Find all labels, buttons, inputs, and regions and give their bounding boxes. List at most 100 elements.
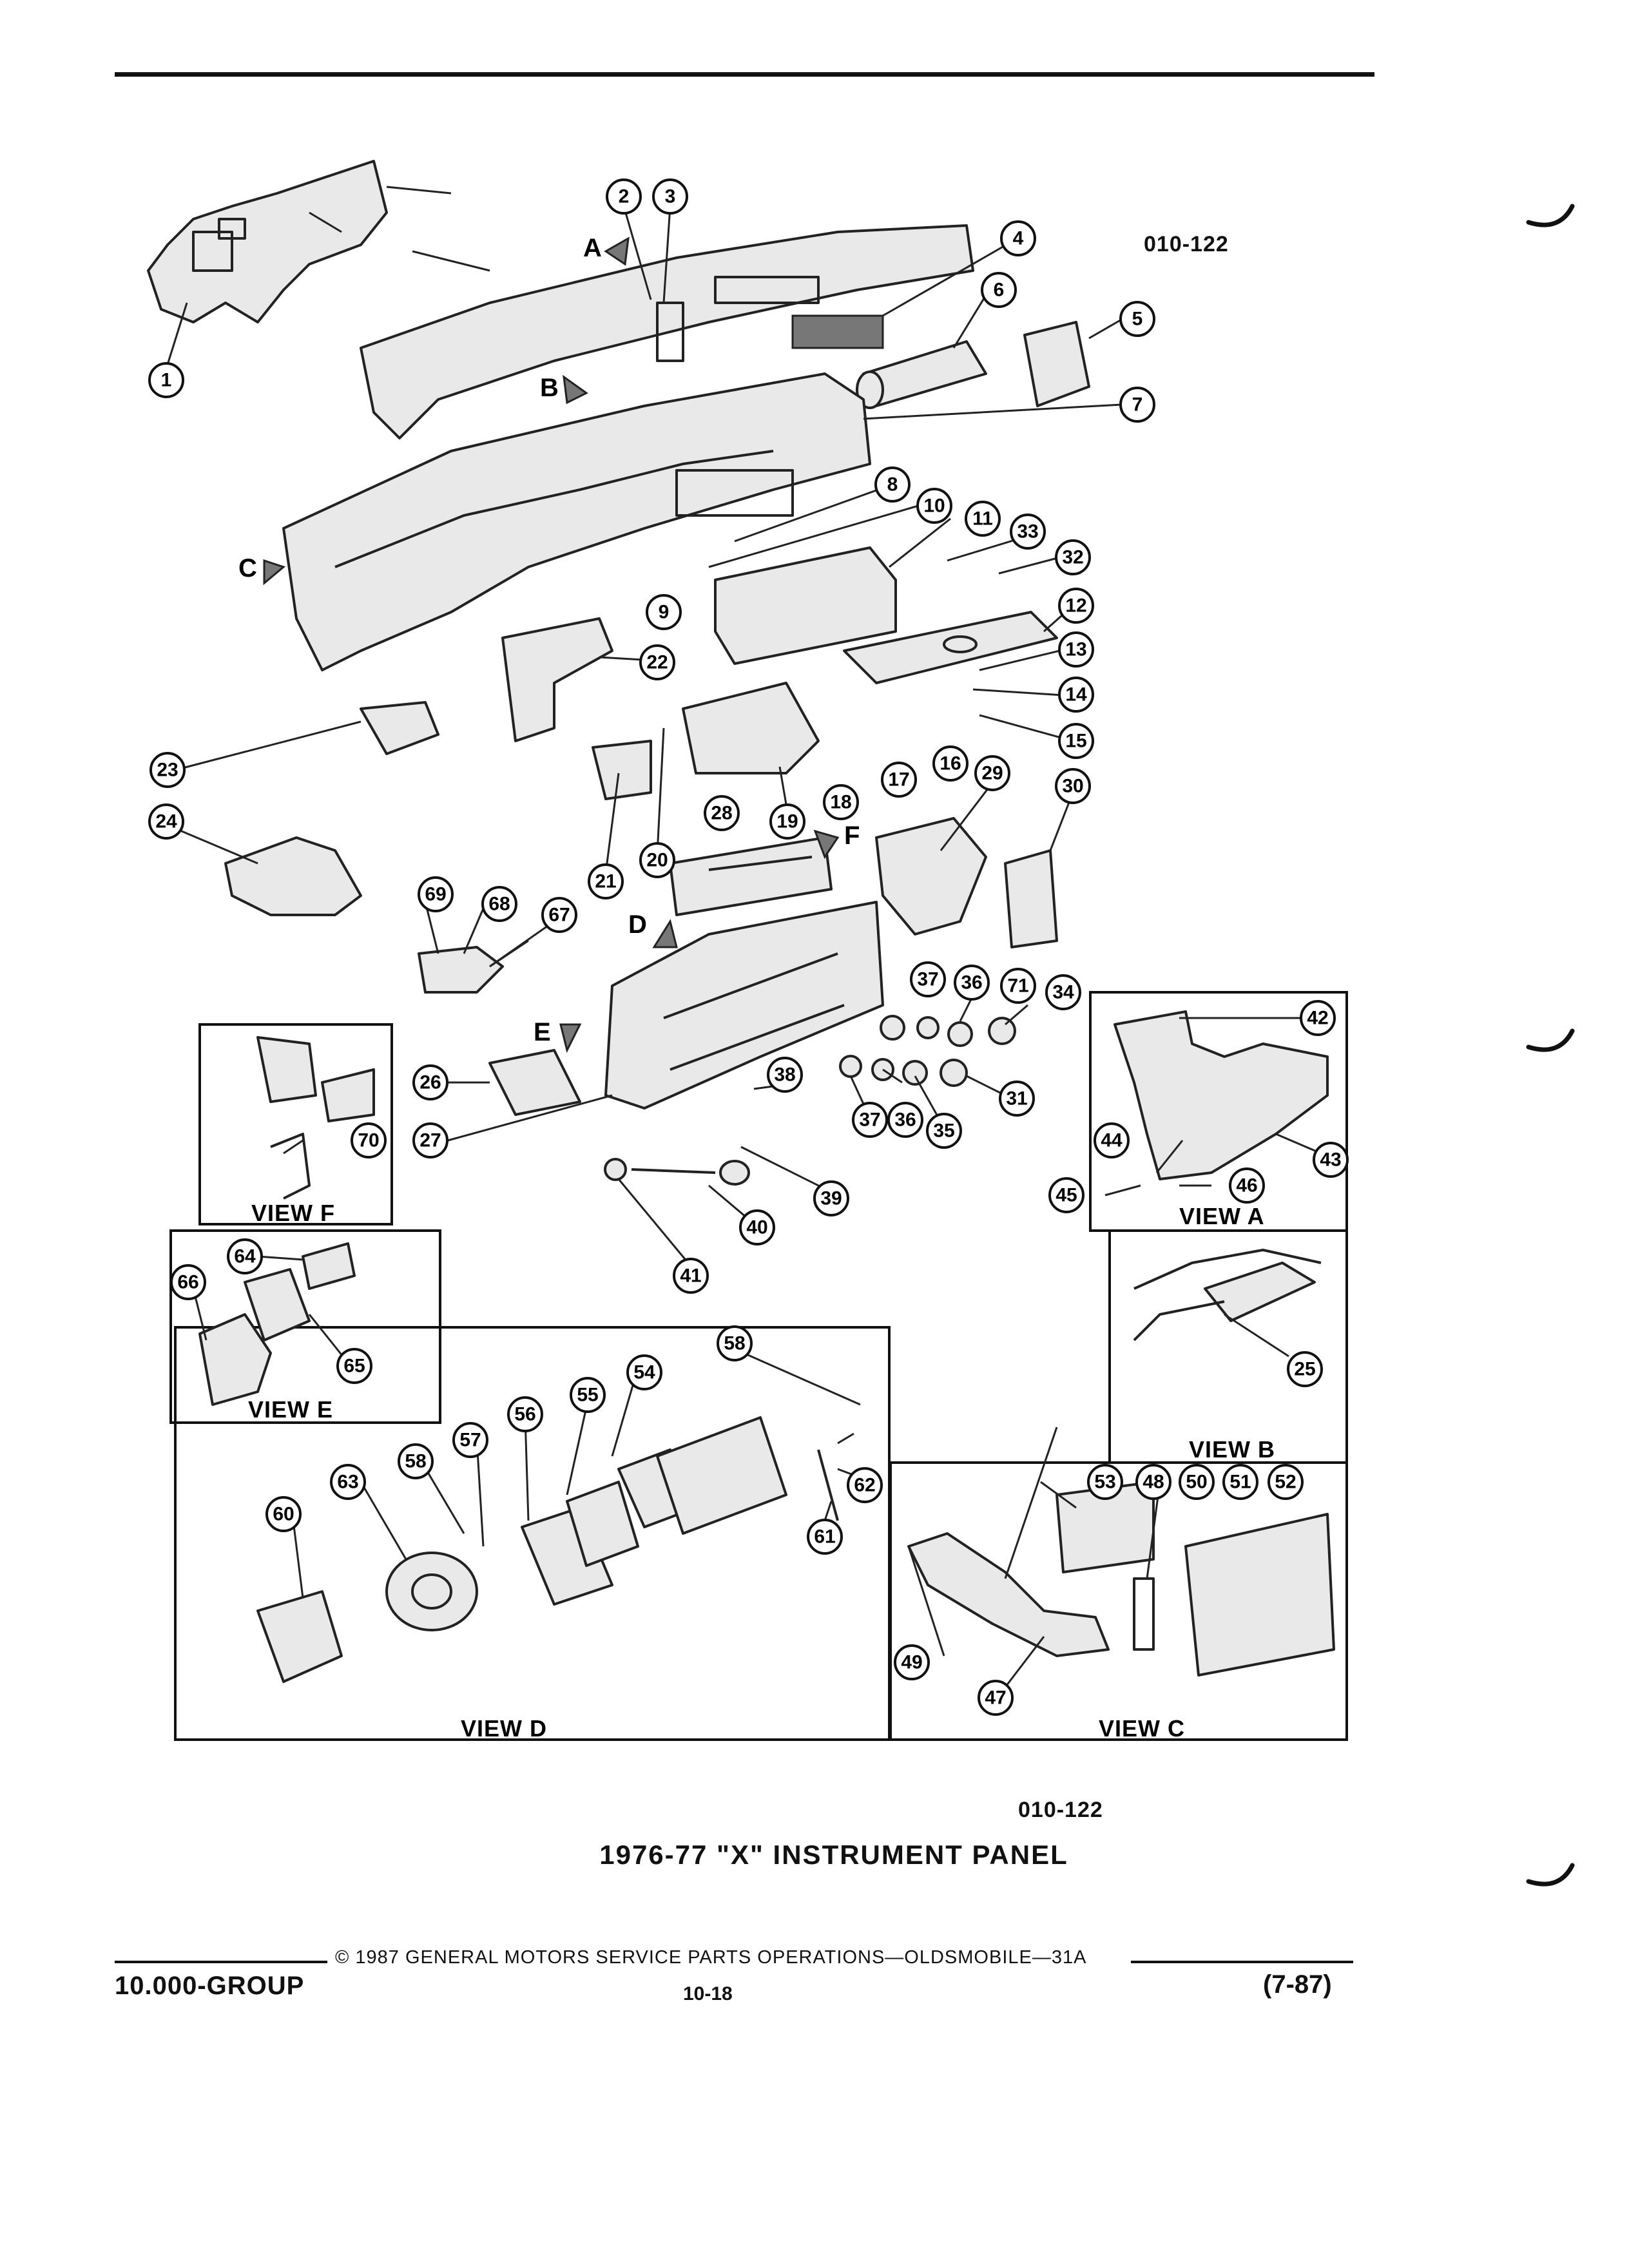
svg-text:50: 50 — [1186, 1472, 1207, 1493]
callout-18: 18 — [823, 784, 859, 820]
callout-1: 1 — [148, 362, 184, 398]
callout-46: 46 — [1229, 1168, 1265, 1204]
svg-text:22: 22 — [646, 652, 668, 673]
svg-text:67: 67 — [548, 905, 570, 926]
view-d-label: VIEW D — [461, 1715, 547, 1742]
svg-text:39: 39 — [820, 1188, 842, 1209]
svg-text:71: 71 — [1007, 975, 1028, 997]
callout-51: 51 — [1222, 1464, 1258, 1500]
svg-text:29: 29 — [981, 763, 1003, 784]
callout-44: 44 — [1094, 1122, 1130, 1158]
part-bracket — [360, 701, 439, 755]
svg-text:37: 37 — [859, 1110, 880, 1131]
footer-rule-left — [115, 1961, 327, 1963]
svg-text:45: 45 — [1055, 1185, 1077, 1206]
svg-text:23: 23 — [157, 760, 178, 781]
view-d-drawing — [256, 1416, 839, 1683]
view-b-box — [1108, 1229, 1348, 1464]
callout-49: 49 — [894, 1644, 930, 1680]
view-arrow-e: E — [534, 1018, 582, 1053]
callout-23: 23 — [149, 752, 186, 788]
callout-57: 57 — [452, 1422, 488, 1458]
svg-text:42: 42 — [1307, 1008, 1328, 1029]
svg-text:40: 40 — [746, 1217, 767, 1238]
svg-text:E: E — [534, 1018, 551, 1046]
svg-text:34: 34 — [1052, 982, 1074, 1003]
svg-text:19: 19 — [776, 811, 798, 832]
callout-63: 63 — [330, 1464, 366, 1500]
callout-30: 30 — [1055, 768, 1091, 804]
callout-64: 64 — [227, 1238, 263, 1274]
part-heater-control — [875, 817, 987, 936]
svg-text:25: 25 — [1294, 1359, 1315, 1380]
callout-5: 5 — [1119, 301, 1155, 337]
part-lower-cover — [224, 836, 362, 916]
view-arrow-f: F — [813, 822, 860, 860]
svg-text:49: 49 — [901, 1652, 922, 1673]
svg-text:62: 62 — [854, 1475, 875, 1496]
svg-text:24: 24 — [155, 811, 177, 832]
part-center-bracket — [592, 740, 652, 800]
callout-41: 41 — [673, 1258, 709, 1294]
view-f-box — [198, 1023, 393, 1225]
copyright-notice: © 1987 GENERAL MOTORS SERVICE PARTS OPER… — [335, 1947, 1087, 1968]
svg-text:F: F — [844, 822, 860, 850]
svg-text:20: 20 — [646, 850, 668, 871]
svg-text:64: 64 — [234, 1246, 256, 1267]
callout-56: 56 — [507, 1396, 543, 1432]
callout-68: 68 — [481, 886, 517, 922]
view-c-label: VIEW C — [1099, 1715, 1185, 1742]
callout-33: 33 — [1010, 514, 1046, 550]
callout-36-upper: 36 — [954, 965, 990, 1001]
part-switch-rod — [604, 1158, 750, 1186]
view-f-label: VIEW F — [251, 1200, 335, 1226]
view-c-box — [889, 1461, 1348, 1741]
callout-54: 54 — [626, 1354, 662, 1390]
view-c-drawing — [907, 1481, 1335, 1677]
callout-65: 65 — [336, 1348, 372, 1384]
callout-69: 69 — [418, 876, 454, 912]
date-code: (7-87) — [1263, 1970, 1332, 1999]
part-glove-box-door — [843, 611, 1058, 684]
part-side-trim — [1004, 849, 1058, 948]
view-arrow-b: B — [540, 374, 588, 405]
view-a-drawing — [1113, 1010, 1329, 1180]
svg-text:11: 11 — [972, 508, 993, 530]
svg-text:63: 63 — [337, 1472, 358, 1493]
callout-50: 50 — [1179, 1464, 1215, 1500]
svg-text:52: 52 — [1275, 1472, 1296, 1493]
callout-32: 32 — [1055, 539, 1091, 575]
view-arrow-c: C — [238, 554, 286, 586]
callout-42: 42 — [1300, 1000, 1336, 1036]
svg-text:10: 10 — [923, 495, 945, 517]
callout-55: 55 — [570, 1377, 606, 1413]
svg-text:27: 27 — [419, 1130, 441, 1151]
svg-text:66: 66 — [177, 1272, 198, 1293]
part-center-housing — [682, 682, 820, 774]
view-arrow-a: A — [583, 234, 630, 266]
callout-35: 35 — [926, 1113, 962, 1149]
view-a-label: VIEW A — [1179, 1203, 1265, 1229]
svg-text:12: 12 — [1065, 595, 1086, 617]
svg-text:15: 15 — [1065, 731, 1086, 752]
page-edge-mark — [1526, 1028, 1575, 1052]
callout-34: 34 — [1045, 974, 1081, 1010]
svg-text:69: 69 — [425, 884, 446, 905]
callout-11: 11 — [965, 501, 1001, 537]
svg-text:43: 43 — [1320, 1149, 1341, 1171]
view-arrow-d: D — [628, 910, 678, 948]
svg-text:1: 1 — [161, 370, 172, 391]
svg-text:16: 16 — [940, 753, 961, 774]
top-rule — [115, 72, 1374, 77]
svg-text:D: D — [628, 910, 647, 939]
callout-36-lower: 36 — [887, 1102, 923, 1138]
svg-text:21: 21 — [595, 871, 616, 892]
part-radio — [669, 836, 833, 916]
svg-text:35: 35 — [933, 1120, 954, 1142]
svg-text:C: C — [238, 554, 257, 582]
page-number: 10-18 — [683, 1983, 733, 2004]
callout-62: 62 — [847, 1467, 883, 1503]
callout-40: 40 — [739, 1209, 775, 1245]
figure-code: 010-122 — [1144, 232, 1229, 256]
svg-text:36: 36 — [894, 1110, 916, 1131]
